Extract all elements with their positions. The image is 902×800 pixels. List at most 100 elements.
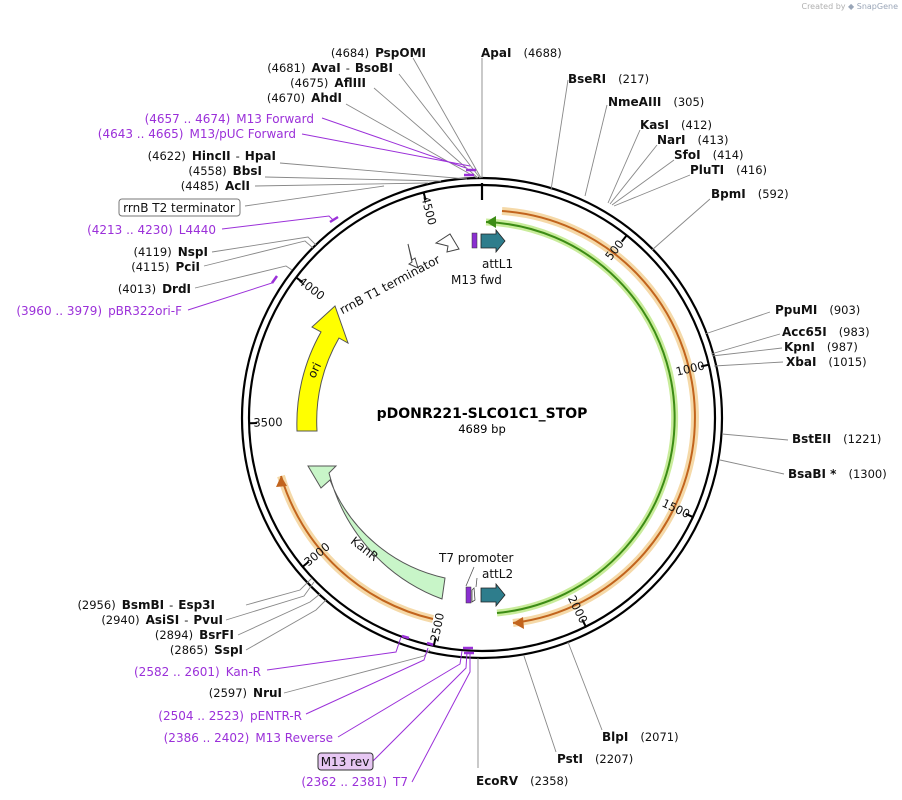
primer-range-m13-forward: (4657 .. 4674) bbox=[145, 112, 231, 126]
tick-mark-3000 bbox=[302, 560, 310, 568]
enzyme-pos-bpmi: (592) bbox=[758, 187, 789, 201]
cut-line-nrui bbox=[283, 649, 431, 694]
enzyme-sep-asisi: - bbox=[184, 613, 188, 627]
enzyme-labels-left: (4684)PspOMI (4681)AvaI-BsoBI (4675)AflI… bbox=[77, 46, 426, 700]
svg-text:(4115)PciI: (4115) PciI bbox=[131, 260, 200, 274]
enzyme-name-hincii: HincII bbox=[192, 149, 231, 163]
enzyme-pos-kpni: (987) bbox=[827, 340, 858, 354]
primer-line-m13-reverse bbox=[337, 650, 463, 738]
primer-mark-pbr322ori bbox=[270, 275, 279, 284]
enzyme-pos-ppumi: (903) bbox=[829, 303, 860, 317]
cut-line-asisi bbox=[225, 581, 315, 621]
primer-range-pentr-r: (2504 .. 2523) bbox=[158, 709, 244, 723]
enzyme-pos-xbai: (1015) bbox=[828, 355, 866, 369]
enzyme-pos-avai: (4681) bbox=[267, 61, 305, 75]
enzyme-pos-bsabi: (1300) bbox=[848, 467, 886, 481]
enzyme-sep-avai: - bbox=[346, 61, 350, 75]
cut-line-pspomi bbox=[412, 57, 482, 179]
svg-text:(2504 .. 2523)pENTR-R: (2504 .. 2523) pENTR-R bbox=[158, 709, 302, 723]
cut-line-xbai bbox=[713, 361, 784, 367]
orf-left-arrowhead bbox=[276, 476, 287, 487]
enzyme-name-bsrfi: BsrFI bbox=[199, 628, 234, 642]
enzyme-name-blpi: BlpI bbox=[602, 730, 628, 744]
primer-line-t7 bbox=[411, 652, 471, 783]
enzyme-name-pluti: PluTI bbox=[690, 163, 724, 177]
enzyme-name-bsteii: BstEII bbox=[792, 432, 831, 446]
enzyme-name-drdi: DrdI bbox=[162, 282, 191, 296]
enzyme-pos-ahdi: (4670) bbox=[267, 91, 305, 105]
cut-line-acli bbox=[254, 182, 429, 187]
enzyme-name-acc65i: Acc65I bbox=[782, 325, 827, 339]
primer-site-marks bbox=[270, 168, 476, 655]
rrnb-t2-box-frame bbox=[118, 198, 241, 217]
enzyme-name-afliii: AflIII bbox=[334, 76, 366, 90]
cut-line-hincii bbox=[279, 162, 468, 180]
tick-label-4500: 4500 bbox=[418, 195, 439, 227]
primer-line-pentr-r bbox=[305, 647, 429, 715]
orf-right-arrowhead bbox=[513, 617, 524, 629]
enzyme-name-esp3i: Esp3I bbox=[178, 598, 215, 612]
cut-line-nmeaiii bbox=[584, 104, 608, 197]
label-ori: ori bbox=[305, 360, 324, 380]
cut-line-acc65i bbox=[710, 333, 781, 355]
snapgene-logo: ◆ bbox=[848, 2, 855, 11]
svg-text:(2865)SspI: (2865)SspI bbox=[170, 643, 243, 657]
enzyme-pos-kasi: (412) bbox=[681, 118, 712, 132]
svg-text:ApaI(4688): ApaI(4688) bbox=[481, 46, 562, 60]
enzyme-name-apai: ApaI bbox=[481, 46, 511, 60]
t7-promoter-marker bbox=[465, 586, 472, 604]
svg-text:BpmI(592): BpmI (592) bbox=[711, 187, 789, 201]
enzyme-pos-asisi: (2940) bbox=[101, 613, 139, 627]
enzyme-name-bsmbi: BsmBI bbox=[122, 598, 164, 612]
svg-text:(2597)NruI: (2597)NruI bbox=[209, 686, 282, 700]
enzyme-pos-pcii: (4115) bbox=[131, 260, 169, 274]
enzyme-pos-acli: (4485) bbox=[181, 179, 219, 193]
label-m13-fwd: M13 fwd bbox=[451, 273, 502, 287]
enzyme-name-bseri: BseRI bbox=[568, 72, 606, 86]
enzyme-name-bpmi: BpmI bbox=[711, 187, 746, 201]
svg-text:SfoI(414): SfoI(414) bbox=[674, 148, 744, 162]
enzyme-pos-afliii: (4675) bbox=[290, 76, 328, 90]
svg-text:KasI(412): KasI(412) bbox=[640, 118, 712, 132]
cut-line-kasi bbox=[607, 129, 641, 204]
cut-line-ppumi bbox=[704, 311, 771, 335]
svg-text:(4670)AhdI: (4670)AhdI bbox=[267, 91, 342, 105]
enzyme-pos-drdi: (4013) bbox=[118, 282, 156, 296]
primer-name-pentr-r: pENTR-R bbox=[250, 709, 302, 723]
enzyme-pos-nmeaiii: (305) bbox=[673, 95, 704, 109]
primer-name-m13puc-forward: M13/pUC Forward bbox=[189, 127, 296, 141]
inner-green-arc bbox=[485, 216, 679, 617]
enzyme-name-acli: AclI bbox=[225, 179, 250, 193]
credit-prefix: Created by bbox=[801, 2, 846, 11]
primer-line-kan-r bbox=[266, 636, 402, 671]
svg-text:(2386 .. 2402)M13 Reverse: (2386 .. 2402)M13 Reverse bbox=[164, 731, 333, 745]
enzyme-name-psti: PstI bbox=[557, 752, 583, 766]
svg-text:(4213 .. 4230)L4440: (4213 .. 4230)L4440 bbox=[87, 223, 216, 237]
svg-text:NarI(413): NarI(413) bbox=[657, 133, 728, 147]
label-t7-promoter: T7 promoter bbox=[438, 551, 514, 565]
primer-line-m13-rev bbox=[371, 651, 468, 763]
svg-text:(4684)PspOMI: (4684)PspOMI bbox=[331, 46, 426, 60]
primer-line-m13puc-forward bbox=[301, 133, 471, 167]
attl2-pointer bbox=[475, 577, 478, 588]
primer-name-l4440: L4440 bbox=[179, 223, 216, 237]
svg-text:(2894)BsrFI: (2894) BsrFI bbox=[155, 628, 234, 642]
enzyme-name-pcii: PciI bbox=[176, 260, 201, 274]
primer-line-m13-forward bbox=[321, 117, 467, 169]
enzyme-name-xbai: XbaI bbox=[786, 355, 816, 369]
enzyme-pos-sspi: (2865) bbox=[170, 643, 208, 657]
enzyme-name-avai: AvaI bbox=[311, 61, 340, 75]
tick-label-2500: 2500 bbox=[427, 611, 447, 643]
tick-mark-1000 bbox=[700, 363, 710, 368]
cut-line-kpni bbox=[711, 347, 783, 357]
enzyme-pos-psti: (2207) bbox=[595, 752, 633, 766]
cut-line-nspi bbox=[211, 236, 317, 253]
primer-name-kan-r: Kan-R bbox=[226, 665, 261, 679]
enzyme-pos-bsrfi: (2894) bbox=[155, 628, 193, 642]
enzyme-name-asisi: AsiSI bbox=[146, 613, 180, 627]
svg-text:(2940)AsiSI-PvuI: (2940)AsiSI-PvuI bbox=[101, 613, 223, 627]
enzyme-pos-hincii: (4622) bbox=[148, 149, 186, 163]
cut-line-bpmi bbox=[651, 198, 711, 251]
tick-label-3500: 3500 bbox=[253, 415, 283, 430]
